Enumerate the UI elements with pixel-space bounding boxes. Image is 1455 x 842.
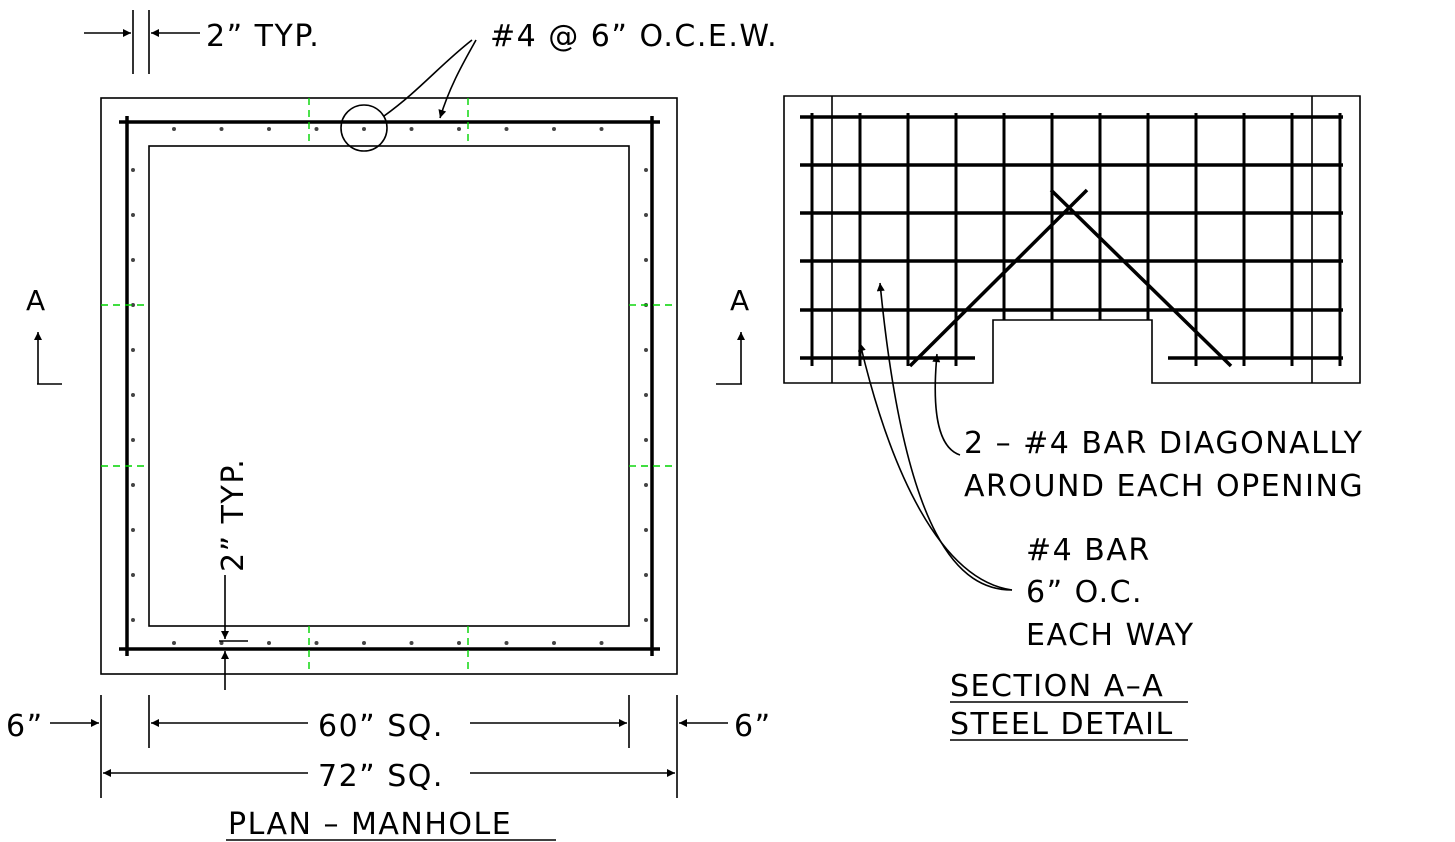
rebar-dot xyxy=(644,438,648,442)
section-diagonal-bars xyxy=(908,188,1233,368)
rebar-dot xyxy=(131,483,135,487)
rebar-dot xyxy=(504,127,509,131)
rebar-dot xyxy=(362,641,366,645)
rebar-dot xyxy=(219,641,224,645)
rebar-dot xyxy=(172,641,176,645)
rebar-dot xyxy=(314,127,319,131)
rebar-dot xyxy=(267,127,271,131)
rebar-dot xyxy=(644,528,648,532)
rebar-dot xyxy=(219,127,224,131)
rebar-dot xyxy=(457,641,461,645)
rebar-dot xyxy=(131,168,135,172)
rebar-dot xyxy=(644,348,648,352)
cover-dim-top xyxy=(84,10,200,74)
rebar-dot xyxy=(362,127,366,131)
bar-note-line3: EACH WAY xyxy=(1026,618,1195,653)
section-leaders xyxy=(857,282,1013,591)
rebar-dot xyxy=(644,618,648,622)
dim-inside: 60” SQ. xyxy=(318,709,444,744)
rebar-dot xyxy=(409,641,414,645)
rebar-dot xyxy=(131,213,135,217)
rebar-dot xyxy=(599,127,604,131)
plan-rebar-dots xyxy=(131,127,648,645)
rebar-dot xyxy=(314,641,319,645)
bar-note-line1: #4 BAR xyxy=(1026,533,1151,568)
rebar-dot xyxy=(644,168,648,172)
rebar-callout-text: #4 @ 6” O.C.E.W. xyxy=(490,19,778,54)
section-mark-left: A xyxy=(26,284,47,317)
cover-top-text: 2” TYP. xyxy=(206,19,320,54)
rebar-dot xyxy=(131,573,135,577)
section-view: 2 – #4 BAR DIAGONALLY AROUND EACH OPENIN… xyxy=(783,95,1364,742)
rebar-dot xyxy=(131,438,135,442)
section-title-line2: STEEL DETAIL xyxy=(950,707,1174,742)
rebar-dot xyxy=(409,127,414,131)
rebar-dot xyxy=(644,573,648,577)
diag-note-line2: AROUND EACH OPENING xyxy=(964,469,1364,504)
rebar-dot xyxy=(644,213,648,217)
rebar-dot xyxy=(131,303,135,307)
section-marker-right xyxy=(716,332,745,385)
plan-inner-opening xyxy=(148,145,630,627)
plan-dimensions xyxy=(50,695,728,798)
plan-centerlines xyxy=(101,98,677,674)
rebar-dot xyxy=(504,641,509,645)
section-outline xyxy=(783,95,1361,384)
rebar-dot xyxy=(131,258,135,262)
rebar-dot xyxy=(552,127,556,131)
dim-right-wall: 6” xyxy=(734,709,772,744)
rebar-dot xyxy=(599,641,604,645)
rebar-dot xyxy=(644,258,648,262)
plan-view: #4 @ 6” O.C.E.W. 2” TYP. 2” TYP. A A xyxy=(6,10,778,842)
section-rebar-grid xyxy=(800,113,1343,366)
rebar-dot xyxy=(552,641,556,645)
section-mark-right: A xyxy=(730,284,751,317)
bar-note-line2: 6” O.C. xyxy=(1026,575,1143,610)
rebar-callout-leader xyxy=(340,39,477,152)
dim-left-wall: 6” xyxy=(6,709,44,744)
rebar-dot xyxy=(131,348,135,352)
rebar-dot xyxy=(131,393,135,397)
plan-outer-wall xyxy=(100,97,678,675)
rebar-dot xyxy=(172,127,176,131)
rebar-dot xyxy=(457,127,461,131)
plan-title: PLAN – MANHOLE xyxy=(228,807,512,842)
rebar-dot xyxy=(644,483,648,487)
rebar-dot xyxy=(131,528,135,532)
cover-dim-side xyxy=(219,575,248,690)
section-marker-left xyxy=(34,332,62,385)
dim-outside: 72” SQ. xyxy=(318,759,444,794)
rebar-dot xyxy=(644,393,648,397)
cover-side-text: 2” TYP. xyxy=(216,458,251,572)
rebar-dot xyxy=(131,618,135,622)
diag-note-line1: 2 – #4 BAR DIAGONALLY xyxy=(964,426,1363,461)
plan-rebar-ring xyxy=(119,116,660,656)
rebar-dot xyxy=(267,641,271,645)
section-title-line1: SECTION A–A xyxy=(950,669,1164,704)
